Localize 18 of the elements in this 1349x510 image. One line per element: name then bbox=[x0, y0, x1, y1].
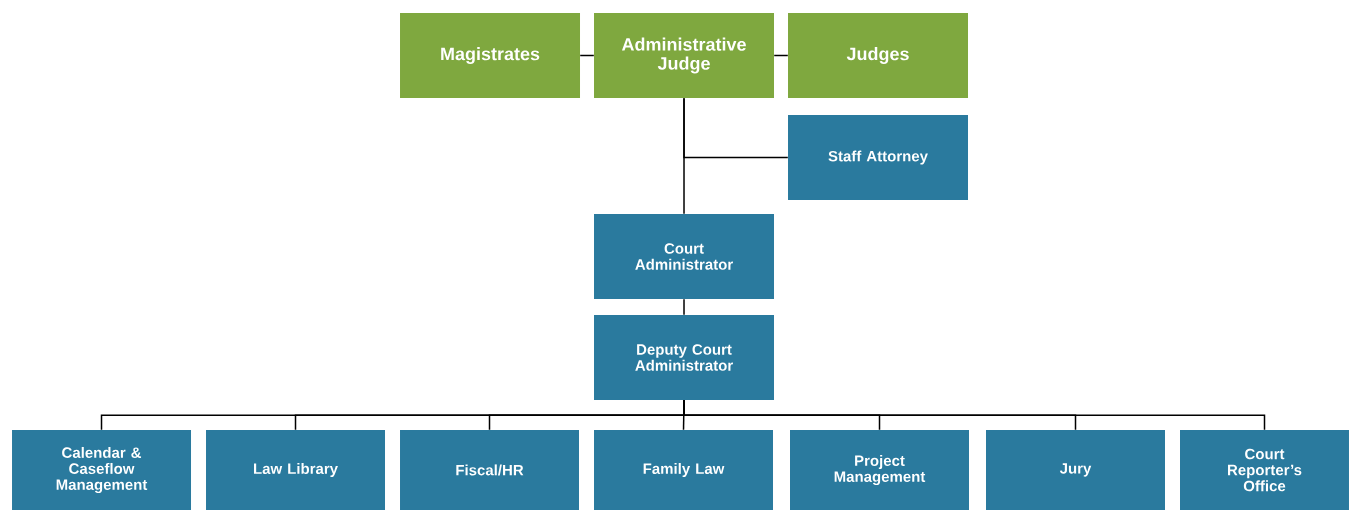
office-box: Fiscal/HR bbox=[400, 430, 579, 510]
connector-line bbox=[683, 399, 1266, 431]
office-box: Jury bbox=[986, 430, 1165, 510]
office-box: Project Management bbox=[790, 430, 969, 510]
office-box: Deputy Court Administrator bbox=[594, 315, 774, 400]
office-box: Court Reporter’s Office bbox=[1180, 430, 1349, 510]
connector-line bbox=[683, 97, 685, 215]
judge-box: Administrative Judge bbox=[594, 13, 774, 98]
connector-line bbox=[579, 54, 595, 57]
judge-box: Magistrates bbox=[400, 13, 580, 98]
office-box: Staff Attorney bbox=[788, 115, 968, 200]
office-box: Family Law bbox=[594, 430, 773, 510]
judge-box: Judges bbox=[788, 13, 968, 98]
connector-line bbox=[683, 298, 685, 316]
office-box: Calendar & Caseflow Management bbox=[12, 430, 191, 510]
connector-line bbox=[773, 54, 789, 57]
office-box: Court Administrator bbox=[594, 214, 774, 299]
office-box: Law Library bbox=[206, 430, 385, 510]
